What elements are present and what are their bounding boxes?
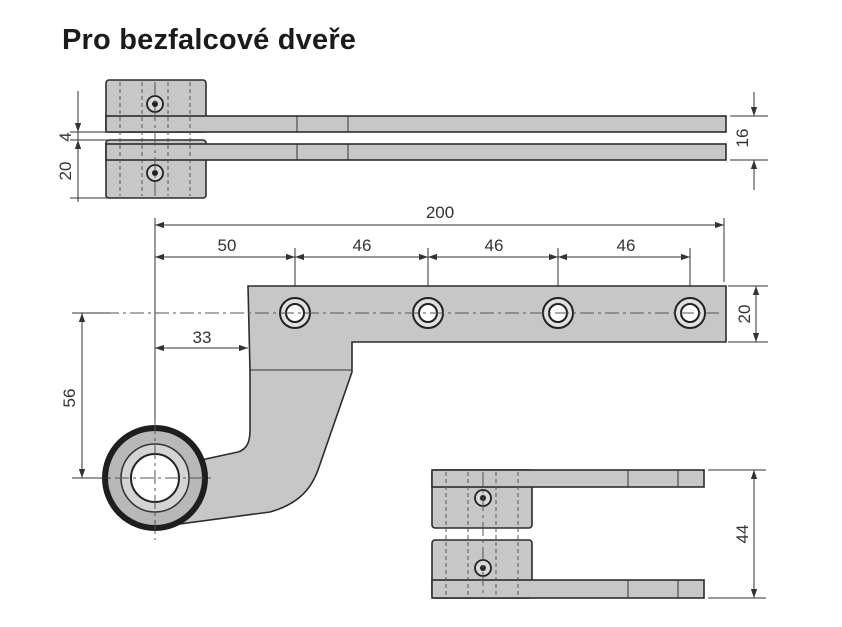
dim-plate: 20 [728,285,768,343]
dim-height-value: 56 [60,389,79,408]
dim-top-left: 4 20 [56,91,108,202]
dim-height: 56 [60,312,110,479]
top-upper-arm [105,115,727,133]
bottom-view [431,469,705,599]
dim-offset: 33 [155,328,248,352]
dim-overall: 200 [426,203,454,222]
dim-top-right: 16 [733,129,752,148]
dim-top-block: 20 [56,162,75,181]
top-view [105,79,727,199]
dim-bottom: 44 [708,469,766,599]
dim-chain: 200 50 46 46 46 [154,203,725,420]
dim-seg4: 46 [617,236,636,255]
dim-seg3: 46 [485,236,504,255]
dim-seg2: 46 [353,236,372,255]
dim-top-right: 16 [730,92,768,190]
dim-offset-value: 33 [193,328,212,347]
bottom-upper-arm [431,469,705,488]
dim-seg1: 50 [218,236,237,255]
hinge-arm [80,285,727,540]
dim-plate-value: 20 [735,305,754,324]
bottom-lower-arm [431,579,705,599]
top-lower-arm [105,143,727,161]
dim-bottom-value: 44 [733,525,752,544]
dim-top-gap: 4 [56,132,75,141]
page-title: Pro bezfalcové dveře [62,24,357,56]
